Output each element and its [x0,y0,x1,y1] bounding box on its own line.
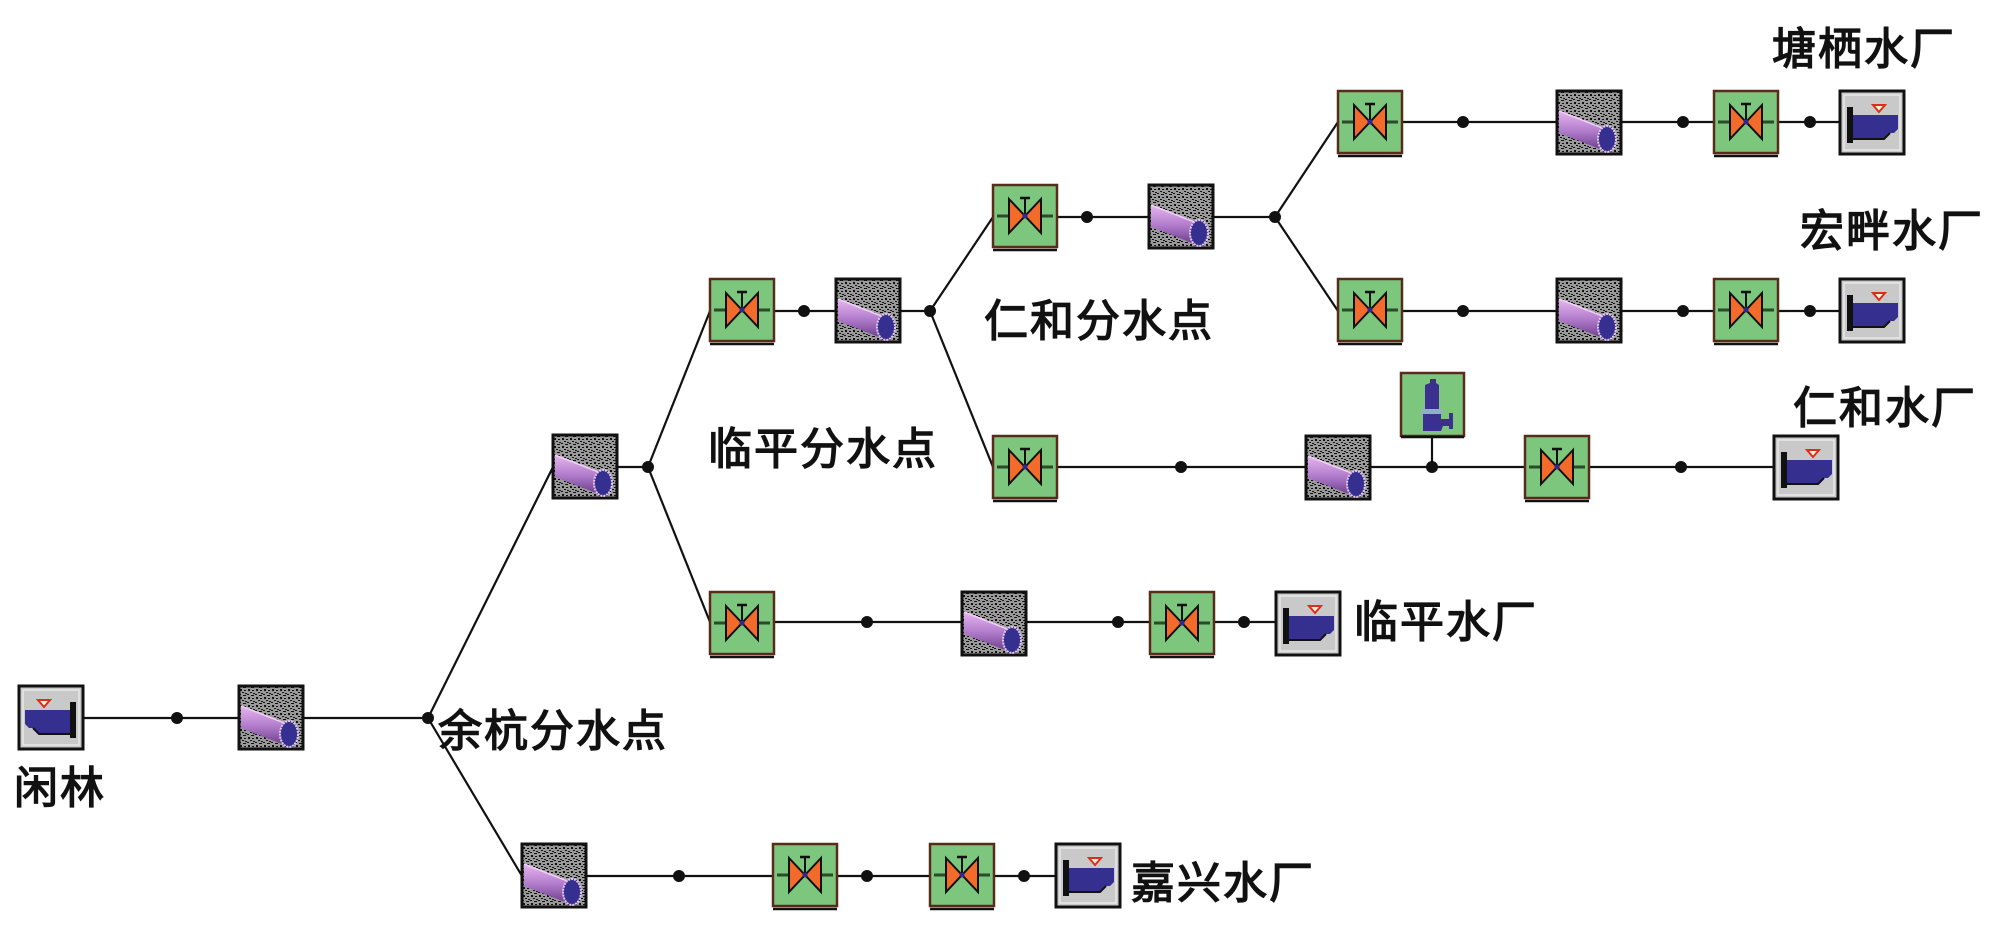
reservoir-tank-icon[interactable] [1274,590,1342,657]
gate-valve-icon[interactable] [1712,277,1780,346]
junction-node [1081,211,1093,223]
gate-valve-icon[interactable] [1336,277,1404,346]
gate-valve-icon[interactable] [928,842,996,911]
junction-node [1457,305,1469,317]
gate-valve-icon[interactable] [1148,590,1216,659]
component-icons [17,89,1906,911]
reservoir-tank-icon[interactable] [17,684,85,751]
junction-node [1238,616,1250,628]
branch-line [646,310,712,468]
reservoir-tank-icon[interactable] [1054,842,1122,909]
branch-line [427,717,523,877]
branch-line [928,310,995,468]
junction-node [1677,305,1689,317]
gate-valve-icon[interactable] [1523,434,1591,503]
pipe-icon[interactable] [1304,434,1372,501]
gate-valve-icon[interactable] [771,842,839,911]
branch-line [646,466,712,623]
pipe-icon[interactable] [960,590,1028,657]
junction-node [422,712,434,724]
junction-dots [171,116,1816,882]
branch-line [1274,216,1339,312]
junction-node [1677,116,1689,128]
label-yuhang-junction: 余杭分水点 [438,706,668,757]
junction-node [642,461,654,473]
pipe-icon[interactable] [834,277,902,344]
label-linping-plant: 临平水厂 [1354,597,1538,648]
reservoir-tank-icon[interactable] [1838,277,1906,344]
gate-valve-icon[interactable] [708,277,776,346]
pipe-icon[interactable] [1555,277,1623,344]
label-xianlin: 闲林 [14,763,106,814]
gate-valve-icon[interactable] [991,434,1059,503]
junction-node [1018,870,1030,882]
junction-node [1457,116,1469,128]
junction-node [861,870,873,882]
branch-line [1274,121,1339,218]
label-linping-junction: 临平分水点 [708,424,938,475]
label-tangqi-plant: 塘栖水厂 [1772,24,1956,75]
branch-line [929,216,994,312]
relief-valve-icon[interactable] [1399,371,1466,439]
label-renhe-plant: 仁和水厂 [1793,383,1977,434]
junction-node [1675,461,1687,473]
gate-valve-icon[interactable] [991,183,1059,252]
gate-valve-icon[interactable] [1336,89,1404,158]
label-hongpan-plant: 宏畔水厂 [1800,206,1984,257]
pipe-icon[interactable] [551,433,619,500]
reservoir-tank-icon[interactable] [1838,89,1906,156]
junction-node [1804,305,1816,317]
pipe-icon[interactable] [1555,89,1623,156]
junction-node [171,712,183,724]
junction-node [861,616,873,628]
pipe-icon[interactable] [237,684,305,751]
branch-line [427,466,554,719]
junction-node [1426,461,1438,473]
pipe-icon[interactable] [1147,183,1215,250]
gate-valve-icon[interactable] [1712,89,1780,158]
label-jiaxing-plant: 嘉兴水厂 [1131,858,1315,909]
junction-node [798,305,810,317]
reservoir-tank-icon[interactable] [1772,434,1840,501]
junction-node [1269,211,1281,223]
junction-node [673,870,685,882]
junction-node [1175,461,1187,473]
pipe-icon[interactable] [520,842,588,909]
label-renhe-junction: 仁和分水点 [984,296,1214,347]
junction-node [924,305,936,317]
junction-node [1112,616,1124,628]
junction-node [1804,116,1816,128]
gate-valve-icon[interactable] [708,590,776,659]
